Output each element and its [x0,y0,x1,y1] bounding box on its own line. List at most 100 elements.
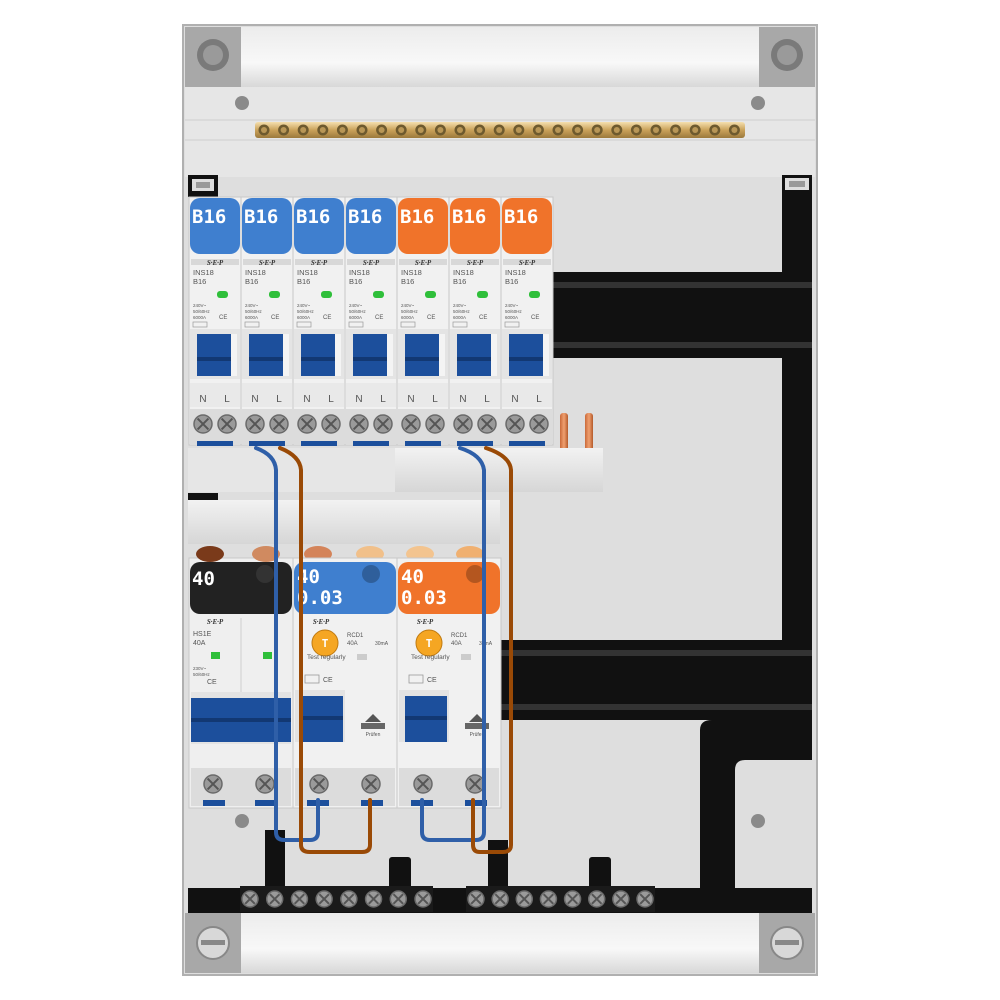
neutral-bar-screw[interactable] [315,890,333,908]
rcd-test-symbol: T [426,637,433,650]
mcb-rating-label: B16 [348,206,382,228]
main-switch-terminal-screw[interactable] [203,774,223,794]
mcb-terminal-screw-l[interactable] [477,414,497,434]
mcb-toggle[interactable] [301,334,335,376]
rcd-reset-button[interactable] [465,723,489,729]
mcb-terminal-screw-n[interactable] [453,414,473,434]
neutral-bar-screw[interactable] [636,890,654,908]
earth-bar-screw [417,127,424,133]
neutral-bar-screw[interactable] [414,890,432,908]
rcd-test-button[interactable] [415,629,443,657]
neutral-bar-screw[interactable] [587,890,606,908]
rcd-subtype: 40A [347,641,358,647]
rcd-terminal-screw[interactable] [309,774,329,794]
main-switch-terminal-screw[interactable] [255,774,275,794]
mcb-terminal-screw-n[interactable] [401,414,421,434]
rcd-clip [465,800,487,806]
wiring [254,446,513,854]
mcb-terminal-screw-l[interactable] [321,414,341,434]
mcb-terminal-l-label: L [328,394,334,405]
mcb-toggle-side [491,334,497,376]
mcb-model-label: INS18 [297,268,318,277]
screw-slot [615,893,627,905]
ce-mark: CE [375,315,383,321]
screw-slot [542,893,554,905]
rcd-terminal-screw[interactable] [413,774,433,794]
rcd-reset-button[interactable] [361,723,385,729]
mcb-terminal-screw-l[interactable] [269,414,289,434]
mcb-toggle[interactable] [405,334,439,376]
mcb-toggle[interactable] [249,334,283,376]
mcb-terminal-screw-l[interactable] [529,414,549,434]
mcb-terminal-screw-l[interactable] [373,414,393,434]
rcd-model: RCD1 [347,633,364,639]
ce-mark: CE [479,315,487,321]
mcb-toggle[interactable] [509,334,543,376]
mcb-terminal-screw-n[interactable] [297,414,317,434]
ce-mark: CE [219,315,227,321]
neutral-bar-screw[interactable] [491,890,509,908]
neutral-bar-screw[interactable] [241,890,259,908]
mcb-terminal-screw-n[interactable] [349,414,369,434]
screw-slot [518,893,530,905]
mcb-rating-cap [242,198,292,254]
live-wire-rcd1 [278,446,372,854]
mcb-terminal-screw-l[interactable] [217,414,237,434]
main-switch-clip [203,800,225,806]
earth-bar-screw [711,127,718,133]
din-rail-frame [188,175,812,888]
neutral-bar-screw[interactable] [290,890,309,908]
main-switch-rating-label: 40 [192,568,215,590]
screw-slot [196,417,210,431]
mcb-terminal-l-label: L [380,394,386,405]
neutral-bar-screw[interactable] [563,890,582,908]
main-switch-indicator-2 [263,652,272,659]
copper-busbar-stub [560,413,568,453]
mcb-terminal-screw-n[interactable] [193,414,213,434]
screw-slot [480,417,494,431]
mcb-terminal-screw-n[interactable] [505,414,525,434]
rcd-test-button[interactable] [311,629,339,657]
main-switch-spec-frequency: 50/60Hz [193,672,211,677]
screw-slot [343,893,355,905]
neutral-bar-screw[interactable] [539,890,558,908]
screw-slot [468,777,482,791]
neutral-wire-rcd2 [420,446,486,842]
mcb-toggle[interactable] [197,334,231,376]
mcb-brand-band [347,259,395,265]
neutral-bar-screw[interactable] [364,890,383,908]
mcb-terminal-screw-l[interactable] [425,414,445,434]
neutral-bar-screw[interactable] [515,890,534,908]
mcb-standard-box [452,321,468,328]
neutral-bar-screw[interactable] [265,890,284,908]
mcb-standard-box [192,321,208,328]
screw-slot [206,777,220,791]
rcd-standard-box [408,674,424,684]
neutral-bar-screw[interactable] [612,890,630,908]
screw-slot [416,777,430,791]
earth-bar-screw [437,127,444,133]
neutral-bar-screw[interactable] [340,890,358,908]
mcb-rating-cap [398,198,448,254]
rcd-test-regularly-label: Test regularly [307,654,346,661]
rcd-terminal-screw[interactable] [361,774,381,794]
mcb-terminal-l-label: L [536,394,542,405]
rcd-subtype: 40A [451,641,462,647]
mcb-toggle[interactable] [457,334,491,376]
neutral-bar-screw[interactable] [389,890,408,908]
neutral-bar-screw[interactable] [467,890,485,908]
mcb-spec-frequency: 50/60Hz [453,309,471,314]
din-divider-black [188,493,218,501]
rcd-test-symbol: T [322,637,329,650]
screw-slot [324,417,338,431]
mcb-terminal-n-label: N [355,394,362,405]
ce-mark: CE [207,679,217,686]
mcb-terminal-screw-n[interactable] [245,414,265,434]
mcb-toggle[interactable] [353,334,387,376]
earth-bar-screw [457,127,463,133]
earth-bar-screw [515,127,522,133]
mcb-spec-voltage: 240V~ [193,303,207,308]
rcd-terminal-screw[interactable] [465,774,485,794]
